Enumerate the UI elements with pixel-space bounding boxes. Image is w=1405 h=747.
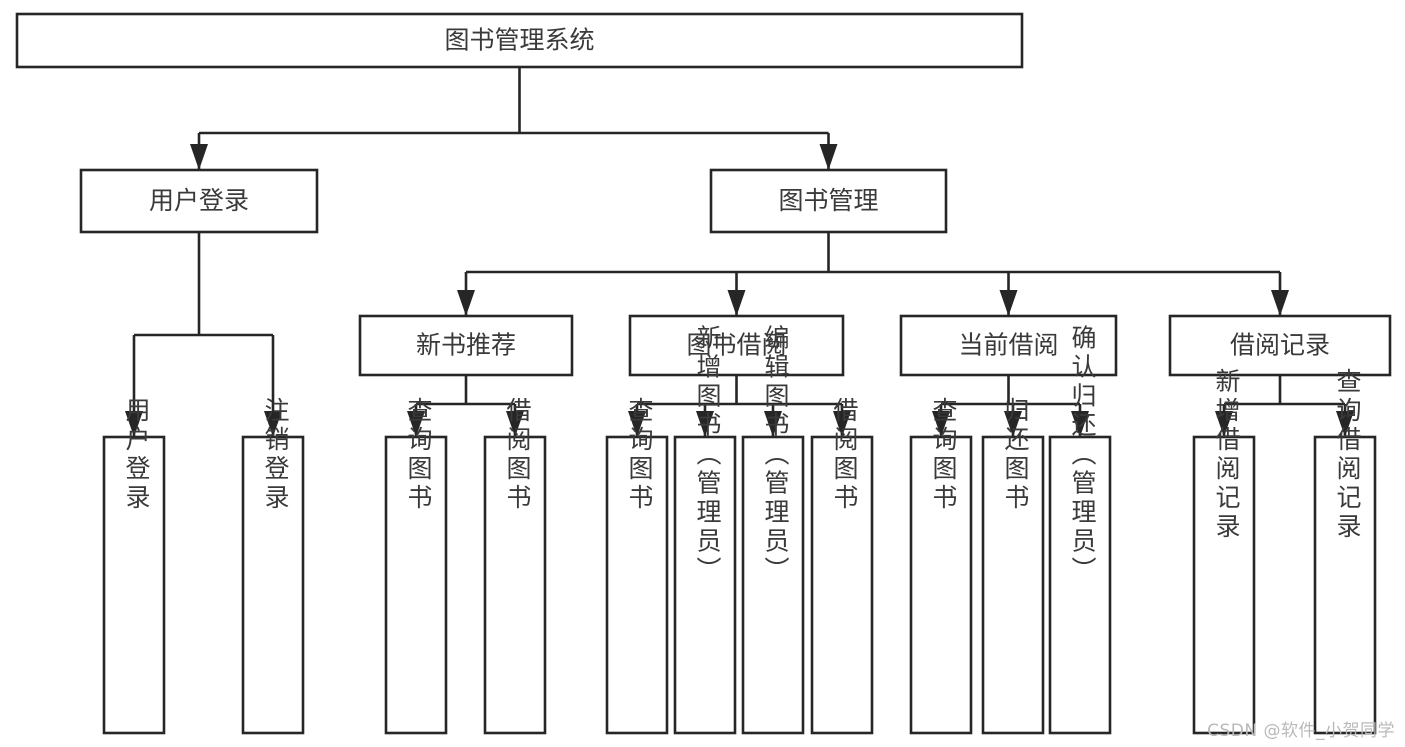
- node-box-borrow-book-1: [483, 435, 547, 735]
- node-box-confirm-return-admin: [1048, 435, 1112, 735]
- node-box-user-login: [79, 168, 319, 234]
- arrow-head-icon-book-manage-3: [1271, 290, 1289, 316]
- arrow-head-icon-borrow-record-0: [1215, 411, 1233, 437]
- node-box-user-logout: [241, 435, 305, 735]
- arrow-head-icon-current-borrow-2: [1071, 411, 1089, 437]
- arrow-head-icon-current-borrow-1: [1004, 411, 1022, 437]
- arrow-head-icon-book-borrow-3: [833, 411, 851, 437]
- node-query-borrow-record[interactable]: 查询借阅记录: [1313, 368, 1377, 735]
- node-box-root: [15, 12, 1024, 69]
- node-box-borrow-book-2: [810, 435, 874, 735]
- arrow-head-icon-user-login-1: [264, 411, 282, 437]
- node-user-login-do[interactable]: 用户登录: [102, 397, 166, 735]
- node-box-return-book: [981, 435, 1045, 735]
- node-query-book-1[interactable]: 查询图书: [384, 397, 448, 735]
- connector-layer: [125, 67, 1354, 437]
- node-label-new-book-recommend: 新书推荐: [416, 331, 516, 360]
- node-layer: 图书管理系统用户登录用户登录注销登录图书管理新书推荐查询图书借阅图书图书借阅查询…: [15, 12, 1392, 735]
- node-label-edit-book-admin: 编辑图书（管理员）: [761, 325, 790, 586]
- node-borrow-book-1[interactable]: 借阅图书: [483, 397, 547, 735]
- node-book-borrow[interactable]: 图书借阅: [628, 314, 845, 377]
- node-label-query-book-1: 查询图书: [404, 397, 433, 513]
- node-box-add-borrow-record: [1192, 435, 1256, 735]
- node-borrow-record[interactable]: 借阅记录: [1168, 314, 1392, 377]
- arrow-head-icon-new-book-recommend-0: [407, 411, 425, 437]
- node-label-book-borrow: 图书借阅: [686, 331, 786, 360]
- node-return-book[interactable]: 归还图书: [981, 397, 1045, 735]
- node-borrow-book-2[interactable]: 借阅图书: [810, 397, 874, 735]
- node-new-book-recommend[interactable]: 新书推荐: [358, 314, 574, 377]
- arrow-head-icon-book-manage-2: [999, 290, 1018, 316]
- node-label-root: 图书管理系统: [444, 26, 594, 55]
- node-label-borrow-book-1: 借阅图书: [503, 397, 532, 513]
- node-query-book-3[interactable]: 查询图书: [909, 397, 973, 735]
- node-box-new-book-recommend: [358, 314, 574, 377]
- node-box-book-borrow: [628, 314, 845, 377]
- node-box-query-book-1: [384, 435, 448, 735]
- node-label-borrow-record: 借阅记录: [1230, 331, 1330, 360]
- node-current-borrow[interactable]: 当前借阅: [899, 314, 1118, 377]
- arrow-head-icon-book-borrow-1: [696, 411, 714, 437]
- arrow-head-icon-current-borrow-0: [932, 411, 950, 437]
- node-label-current-borrow: 当前借阅: [958, 331, 1058, 360]
- node-user-logout[interactable]: 注销登录: [241, 397, 305, 735]
- node-label-query-borrow-record: 查询借阅记录: [1333, 368, 1362, 542]
- node-root[interactable]: 图书管理系统: [15, 12, 1024, 69]
- arrow-head-icon-book-manage-1: [727, 290, 746, 316]
- node-box-book-manage: [709, 168, 948, 234]
- node-label-return-book: 归还图书: [1001, 397, 1030, 513]
- node-box-edit-book-admin: [741, 435, 805, 735]
- node-label-add-borrow-record: 新增借阅记录: [1212, 368, 1241, 542]
- node-user-login[interactable]: 用户登录: [79, 168, 319, 234]
- node-book-manage[interactable]: 图书管理: [709, 168, 948, 234]
- arrow-head-icon-new-book-recommend-1: [506, 411, 524, 437]
- node-label-confirm-return-admin: 确认归还（管理员）: [1068, 325, 1097, 586]
- node-box-add-book-admin: [673, 435, 737, 735]
- node-add-borrow-record[interactable]: 新增借阅记录: [1192, 368, 1256, 735]
- arrow-head-icon-borrow-record-1: [1336, 411, 1354, 437]
- node-box-query-borrow-record: [1313, 435, 1377, 735]
- node-query-book-2[interactable]: 查询图书: [605, 397, 669, 735]
- arrow-head-icon-user-login-0: [125, 411, 143, 437]
- node-label-borrow-book-2: 借阅图书: [830, 397, 859, 513]
- node-label-add-book-admin: 新增图书（管理员）: [693, 325, 722, 586]
- node-box-user-login-do: [102, 435, 166, 735]
- node-add-book-admin[interactable]: 新增图书（管理员）: [673, 325, 737, 735]
- node-confirm-return-admin[interactable]: 确认归还（管理员）: [1048, 325, 1112, 735]
- arrow-head-icon-root-0: [190, 144, 208, 170]
- node-label-query-book-2: 查询图书: [625, 397, 654, 513]
- arrow-head-icon-book-borrow-0: [628, 411, 646, 437]
- node-box-query-book-2: [605, 435, 669, 735]
- node-label-query-book-3: 查询图书: [929, 397, 958, 513]
- node-label-user-logout: 注销登录: [261, 397, 290, 513]
- node-label-book-manage: 图书管理: [778, 186, 878, 215]
- arrow-head-icon-book-borrow-2: [764, 411, 782, 437]
- arrow-head-icon-root-1: [819, 144, 838, 170]
- node-box-current-borrow: [899, 314, 1118, 377]
- node-label-user-login: 用户登录: [149, 186, 249, 215]
- node-label-user-login-do: 用户登录: [122, 397, 151, 513]
- node-edit-book-admin[interactable]: 编辑图书（管理员）: [741, 325, 805, 735]
- node-box-query-book-3: [909, 435, 973, 735]
- node-box-borrow-record: [1168, 314, 1392, 377]
- arrow-head-icon-book-manage-0: [457, 290, 475, 316]
